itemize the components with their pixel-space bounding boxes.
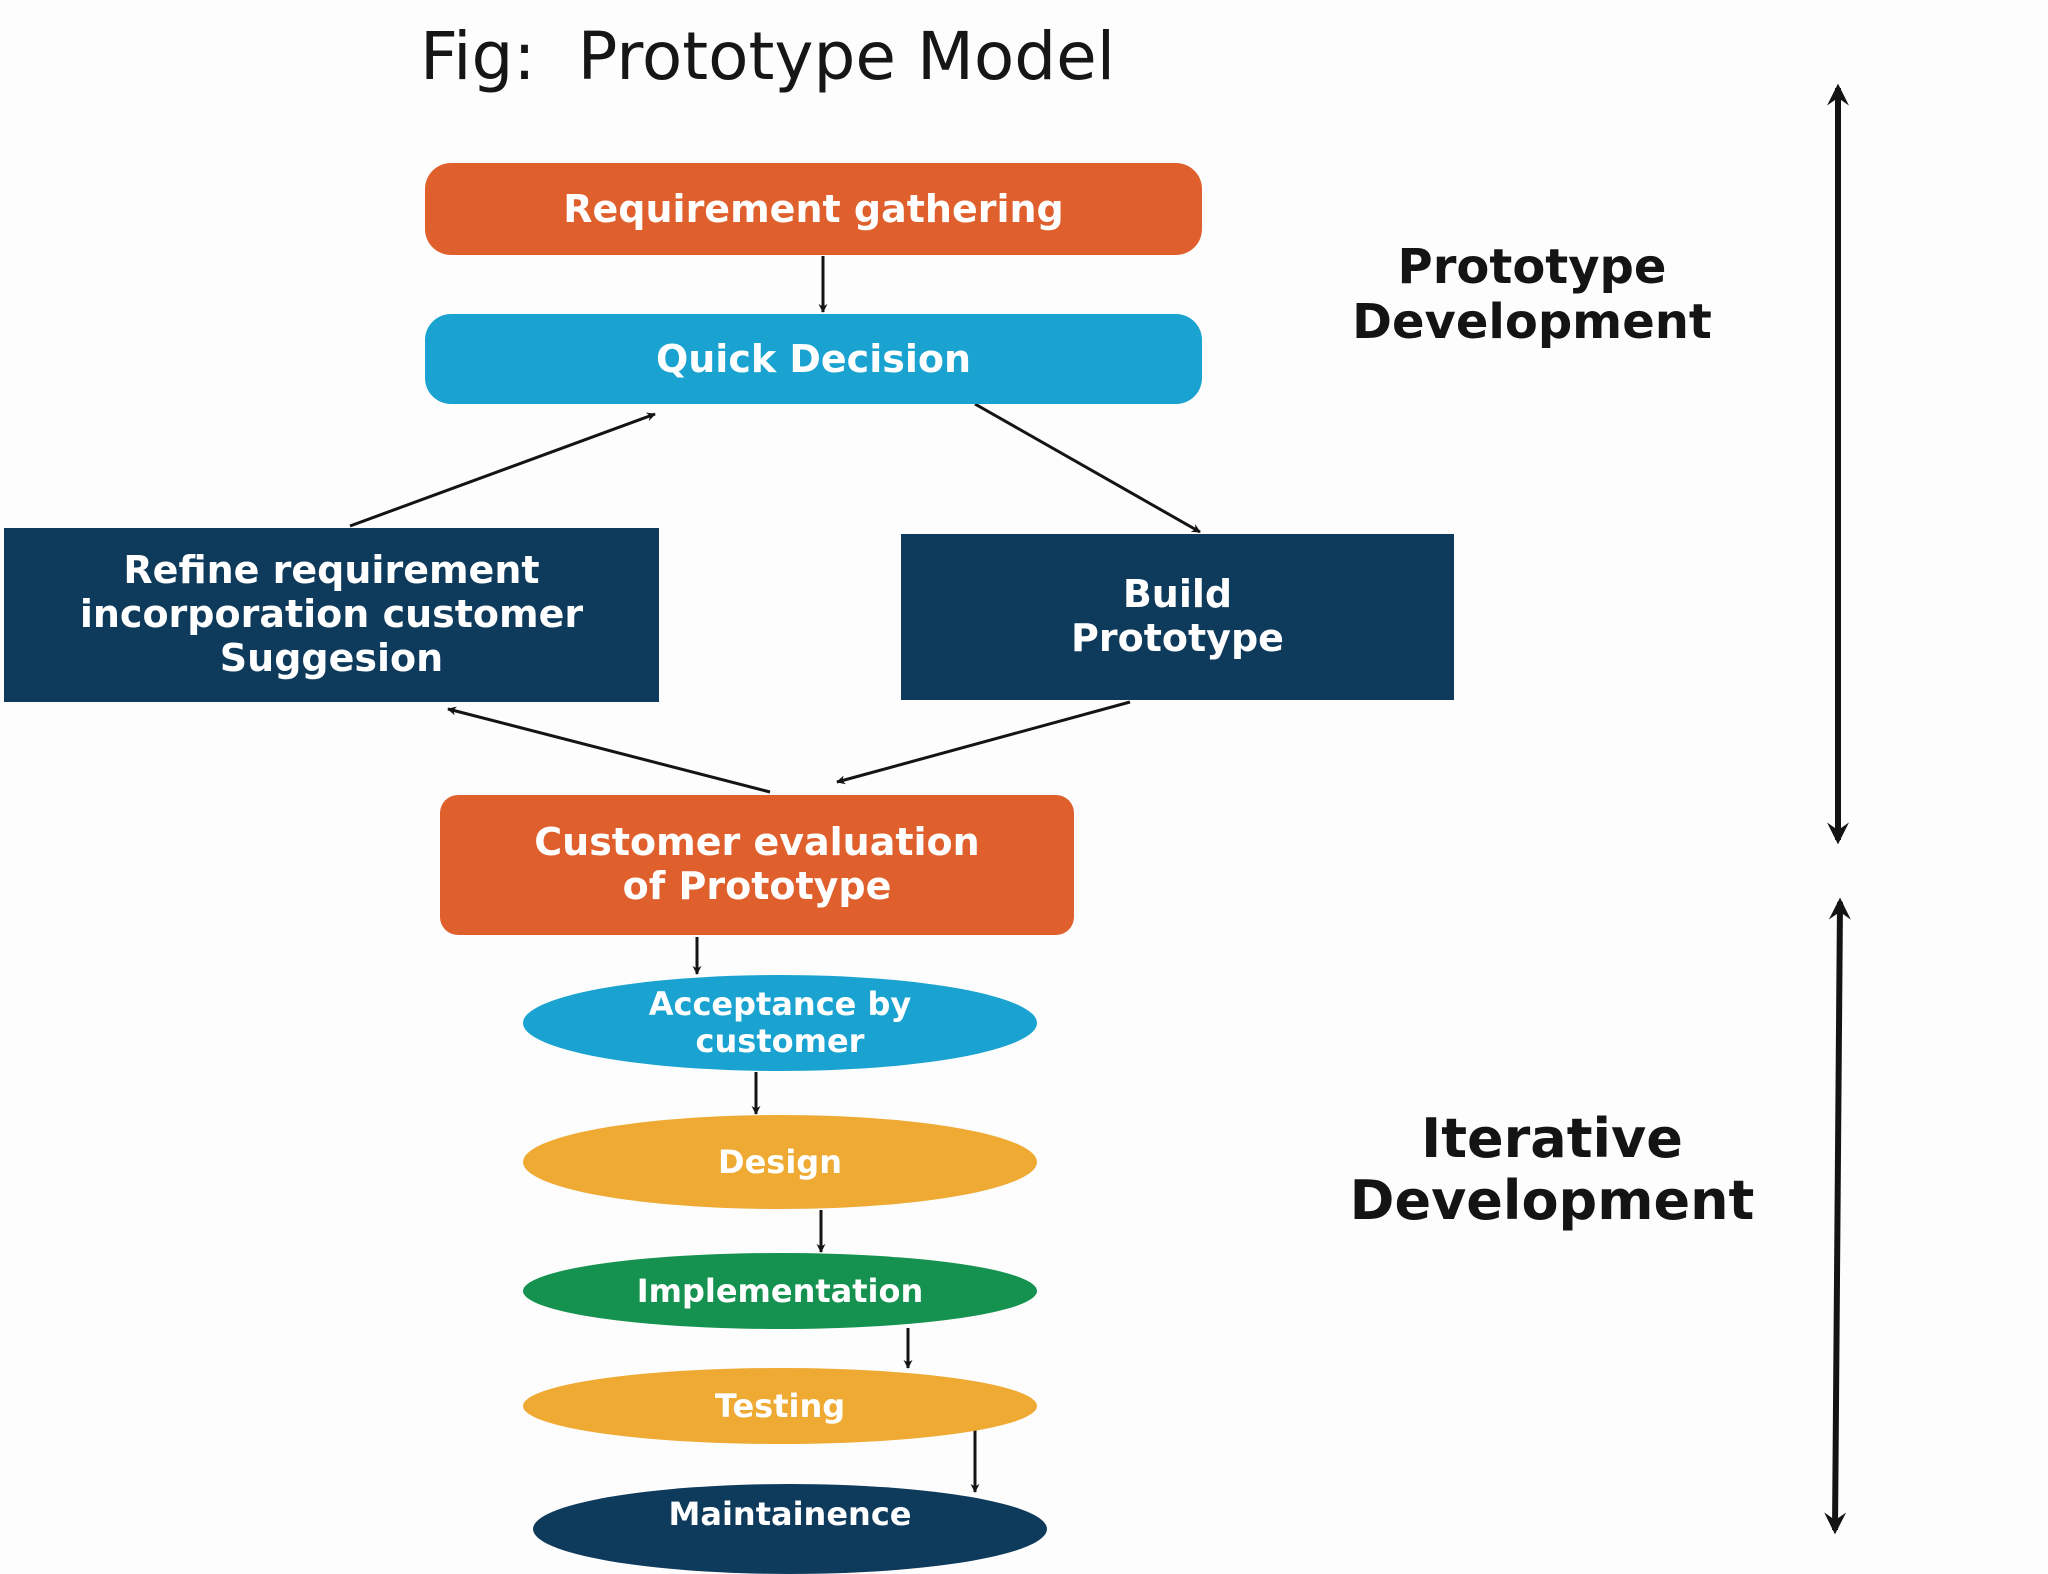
arrow-refine-to-quick-decision — [349, 412, 656, 528]
build-prototype-node: Build Prototype — [901, 534, 1454, 700]
customer-evaluation-node: Customer evaluation of Prototype — [440, 795, 1074, 935]
testing-node: Testing — [523, 1368, 1037, 1444]
flow-arrows — [349, 83, 1851, 1535]
refine-requirement-node: Refine requirement incorporation custome… — [4, 528, 659, 702]
quick-decision-node: Quick Decision — [425, 314, 1202, 404]
implementation-node: Implementation — [523, 1253, 1037, 1329]
figure-title: Fig: Prototype Model — [420, 18, 1116, 95]
arrow-build-prototype-to-customer-evaluation — [836, 700, 1131, 785]
requirement-gathering-node: Requirement gathering — [425, 163, 1202, 255]
prototype-development-label: Prototype Development — [1352, 239, 1712, 351]
maintainence-node: Maintainence — [533, 1484, 1047, 1574]
iterative-development-span-arrow — [1824, 897, 1851, 1535]
arrow-customer-evaluation-to-refine — [447, 706, 771, 794]
arrow-quick-decision-to-build-prototype — [974, 402, 1201, 534]
acceptance-by-customer-node: Acceptance by customer — [523, 975, 1037, 1071]
iterative-development-label: Iterative Development — [1349, 1107, 1755, 1233]
design-node: Design — [523, 1115, 1037, 1209]
